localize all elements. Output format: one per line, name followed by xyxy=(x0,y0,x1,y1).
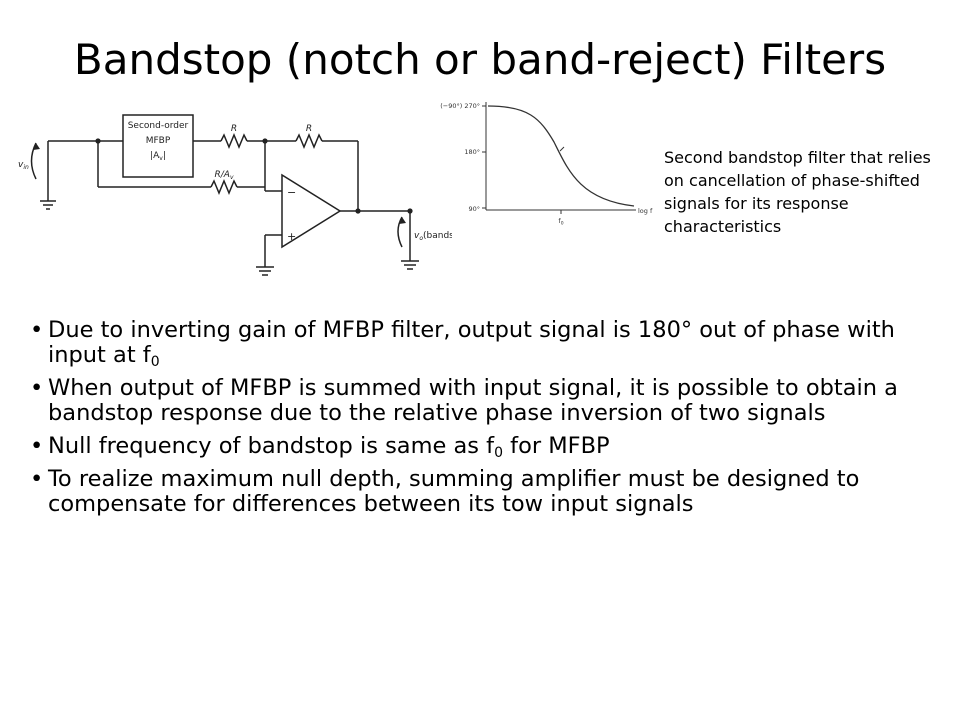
bullet-text: Due to inverting gain of MFBP filter, ou… xyxy=(48,317,895,368)
figure-caption: Second bandstop filter that relies on ca… xyxy=(664,148,931,236)
subscript: 0 xyxy=(494,445,503,461)
mfbp-block-label-1: Second-order xyxy=(128,121,189,131)
noninverting-input-sign: + xyxy=(287,230,296,243)
input-resistor-label: R/Av xyxy=(214,170,233,181)
vin-label: vin xyxy=(18,160,29,171)
subscript: 0 xyxy=(150,354,160,370)
bullet-list: •Due to inverting gain of MFBP filter, o… xyxy=(30,318,935,525)
bullet-tail: for MFBP xyxy=(503,433,610,459)
bullet-text: To realize maximum null depth, summing a… xyxy=(48,466,860,517)
mfbp-block-label-2: MFBP xyxy=(146,136,171,146)
mfbp-block-label-3: |Av| xyxy=(150,151,166,162)
bullet-text: Null frequency of bandstop is same as f xyxy=(48,433,495,459)
plot-y-tick-mid: 180° xyxy=(464,148,480,156)
bullet-item: •To realize maximum null depth, summing … xyxy=(30,467,935,517)
plot-y-tick-bottom: 90° xyxy=(468,205,480,213)
inverting-input-sign: − xyxy=(287,186,296,199)
bullet-marker: • xyxy=(30,433,44,459)
plot-y-tick-top: (−90°) 270° xyxy=(440,102,480,110)
feedback-resistor-label: R xyxy=(306,124,312,134)
plot-x-axis-label: log f xyxy=(638,207,653,215)
bullet-item: •Due to inverting gain of MFBP filter, o… xyxy=(30,317,935,370)
phase-curve xyxy=(487,105,635,207)
resistor-r-label: R xyxy=(231,124,237,134)
bullet-marker: • xyxy=(30,466,44,492)
vout-label: vo(bandstop) xyxy=(414,231,452,242)
bullet-text: When output of MFBP is summed with input… xyxy=(48,375,898,426)
phase-response-plot: (−90°) 270° 180° 90° f0 log f xyxy=(440,102,653,227)
bullet-marker: • xyxy=(30,317,44,343)
bullet-item: •Null frequency of bandstop is same as f… xyxy=(30,433,935,461)
circuit-diagram: Second-order MFBP |Av| R R R/Av vin vo(b… xyxy=(18,114,452,276)
bullet-marker: • xyxy=(30,375,44,401)
slide-title: Bandstop (notch or band-reject) Filters xyxy=(73,35,887,84)
bullet-item: •When output of MFBP is summed with inpu… xyxy=(30,376,935,426)
plot-x-tick-f0: f0 xyxy=(558,217,563,227)
